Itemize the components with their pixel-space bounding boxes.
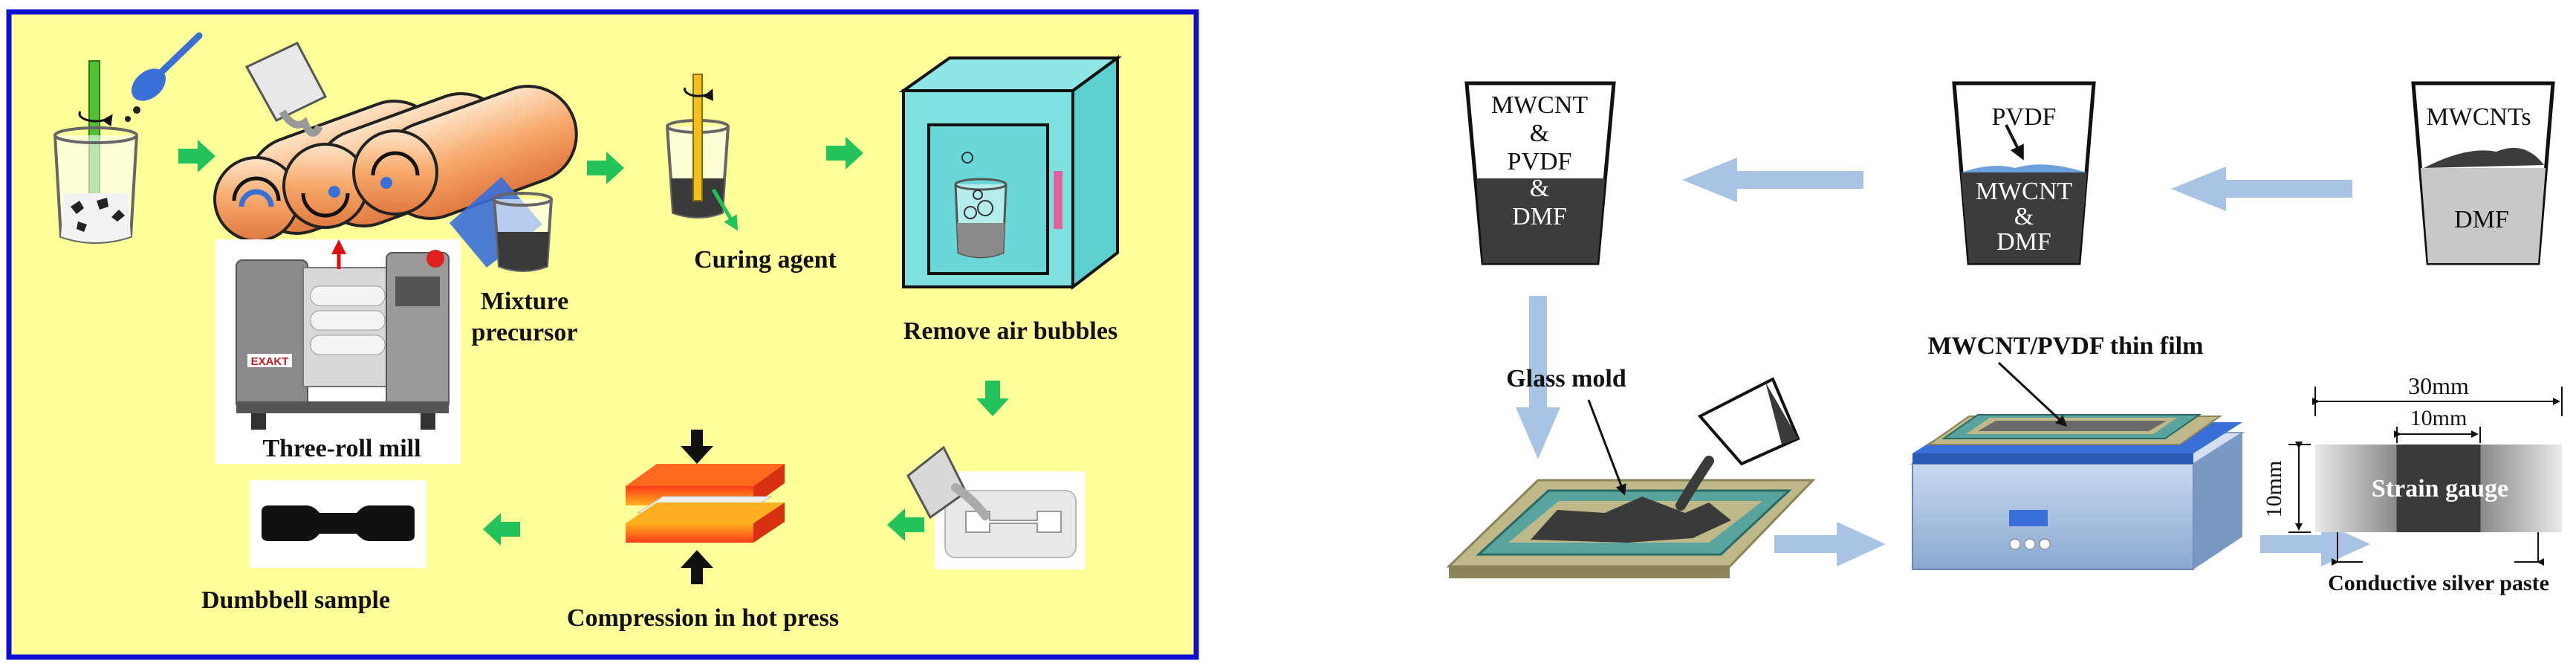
cup-mwcnts-dmf (2411, 81, 2555, 265)
cup3-bottom: DMF (2454, 206, 2509, 233)
remove-air-label: Remove air bubbles (903, 317, 1117, 345)
mixture-beaker (492, 192, 553, 272)
cup1-line2: & (1530, 120, 1549, 147)
cup1-line5: DMF (1512, 203, 1567, 230)
cup1-line1: MWCNT (1491, 91, 1589, 119)
cup1-line4: & (1530, 175, 1549, 202)
cup2-line2: & (2014, 203, 2034, 230)
strain-gauge-label: Strain gauge (2372, 475, 2508, 502)
flow-arrow (178, 140, 215, 172)
silver-paste-label: Conductive silver paste (2328, 571, 2549, 595)
glass-mold-label: Glass mold (1506, 365, 1626, 392)
dumbbell-mold (906, 445, 1085, 569)
glass-mold (1446, 377, 1816, 578)
thin-film-apparatus (1910, 361, 2245, 570)
cup2-line1: MWCNT (1976, 178, 2073, 205)
pouring-cup-icon (244, 42, 328, 137)
cup-pvdf-mwcnt-dmf (1952, 81, 2096, 265)
cup2-line3: DMF (1996, 228, 2051, 256)
three-roll-label: Three-roll mill (262, 435, 421, 462)
cup2-top: PVDF (1992, 103, 2057, 131)
curing-agent-label: Curing agent (694, 246, 837, 274)
strain-gauge (2288, 387, 2563, 566)
mill-brand-text: EXAKT (251, 355, 289, 368)
mixture-label-2: precursor (472, 319, 578, 346)
three-roll-mill-image: EXAKT (215, 239, 461, 464)
cup3-top: MWCNTs (2426, 103, 2531, 131)
flow-arrow-down (976, 381, 1009, 416)
mixture-label-1: Mixture (481, 288, 568, 315)
flow-arrow-left (1682, 158, 1863, 202)
cup-mwcnt-pvdf-dmf (1464, 81, 1616, 265)
gauge-height: 10mm (2262, 461, 2286, 518)
flow-arrow (826, 137, 863, 169)
flow-arrow-left (2171, 167, 2352, 211)
thin-film-label: MWCNT/PVDF thin film (1928, 332, 2204, 360)
flow-arrow-left (887, 508, 924, 541)
hot-press-label: Compression in hot press (567, 604, 839, 632)
gauge-width-total: 30mm (2408, 372, 2469, 399)
spoon-icon (125, 32, 203, 122)
flow-arrow-right (2260, 522, 2370, 566)
dumbbell-sample (250, 480, 426, 568)
curing-beaker (666, 74, 739, 231)
dumbbell-label: Dumbbell sample (201, 586, 390, 614)
vacuum-oven (898, 55, 1123, 291)
hot-press (626, 430, 785, 584)
gauge-width-center: 10mm (2410, 406, 2468, 430)
flow-arrow-down (1516, 296, 1560, 459)
cup1-line3: PVDF (1508, 148, 1572, 175)
flow-arrow-right (1774, 522, 1886, 566)
stirring-beaker (53, 60, 138, 244)
flow-arrow-left (483, 513, 520, 546)
flow-arrow (587, 152, 624, 184)
